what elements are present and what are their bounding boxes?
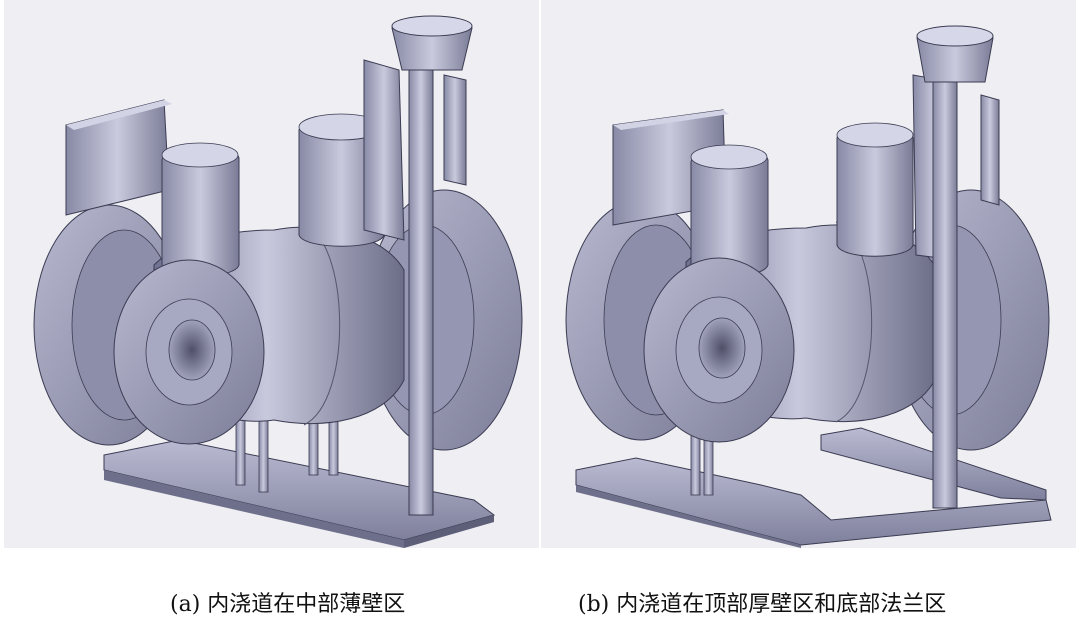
casting-model-b xyxy=(565,25,1052,548)
top-riser-right xyxy=(298,113,385,247)
top-riser-middle xyxy=(161,142,240,277)
figure-panel-a xyxy=(4,0,539,548)
casting-model-a xyxy=(33,15,523,548)
sprue xyxy=(391,15,473,516)
front-flange xyxy=(643,257,795,443)
caption-b: (b) 内浇道在顶部厚壁区和底部法兰区 xyxy=(578,592,947,617)
base-plate xyxy=(103,439,496,548)
sprue xyxy=(916,25,994,509)
top-riser-left xyxy=(65,99,172,216)
front-flange xyxy=(113,259,265,445)
top-riser-right xyxy=(836,122,914,257)
top-riser-middle xyxy=(690,144,769,277)
caption-a: (a) 内浇道在中部薄壁区 xyxy=(170,592,406,617)
figure-panel-b xyxy=(541,0,1076,548)
side-riser xyxy=(363,59,467,241)
